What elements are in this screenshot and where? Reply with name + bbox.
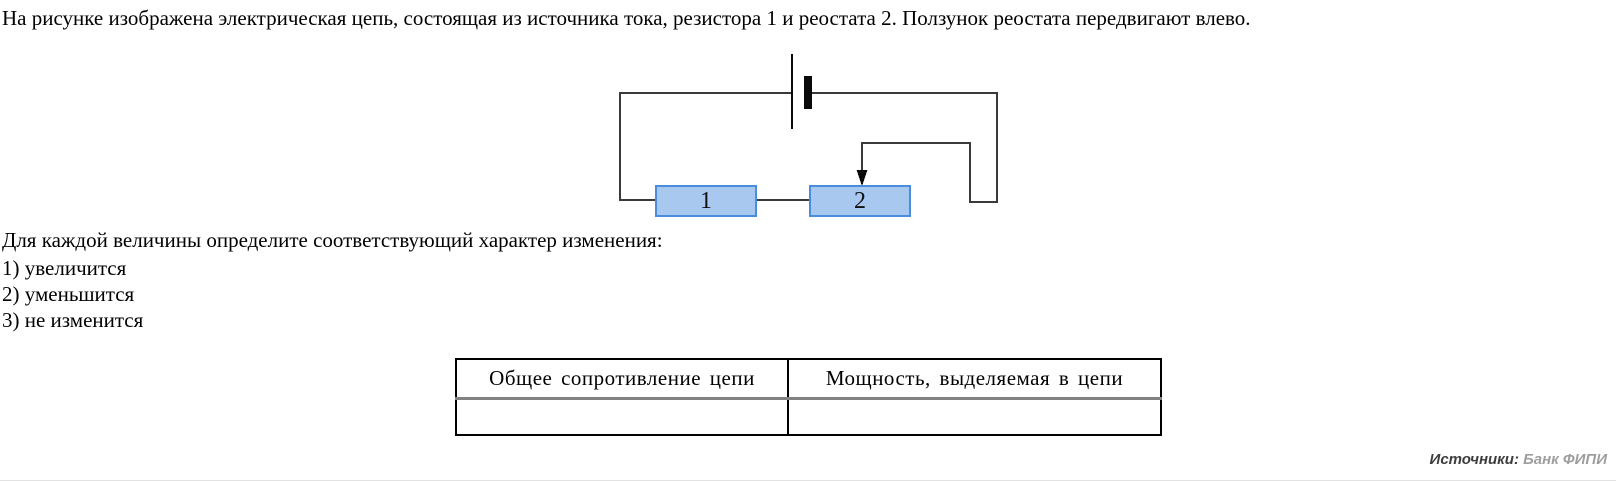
wire-left-branch <box>619 92 792 201</box>
answer-table-header-row: Общее сопротивление цепи Мощность, выдел… <box>455 358 1162 400</box>
option-decrease: 2) уменьшится <box>2 282 135 306</box>
header-power-in-circuit: Мощность, выделяемая в цепи <box>787 358 1162 400</box>
answer-cell-total-resistance[interactable] <box>455 397 789 436</box>
resistor-1-box: 1 <box>655 185 757 217</box>
battery-icon <box>791 54 812 129</box>
battery-short-plate <box>804 76 812 109</box>
option-increase: 1) увеличится <box>2 256 127 280</box>
answer-table-input-row <box>455 397 1162 436</box>
answer-cell-power[interactable] <box>787 397 1162 436</box>
wire-right-branch <box>812 92 998 203</box>
circuit-diagram: 1 2 <box>600 48 1020 223</box>
source-link[interactable]: Банк ФИПИ <box>1523 451 1607 468</box>
instruction-text: Для каждой величины определите соответст… <box>2 228 663 252</box>
problem-statement: На рисунке изображена электрическая цепь… <box>2 6 1251 30</box>
sources-line: Источники: Банк ФИПИ <box>1430 451 1607 468</box>
answer-table: Общее сопротивление цепи Мощность, выдел… <box>455 358 1162 436</box>
header-total-resistance: Общее сопротивление цепи <box>455 358 789 400</box>
rheostat-2-box: 2 <box>809 185 911 217</box>
circuit-wires <box>619 54 998 203</box>
sources-label: Источники: <box>1429 451 1519 468</box>
slider-arrow-icon <box>856 170 868 186</box>
rheostat-2-label: 2 <box>854 188 866 214</box>
option-unchanged: 3) не изменится <box>2 308 144 332</box>
resistor-1-label: 1 <box>700 188 712 214</box>
